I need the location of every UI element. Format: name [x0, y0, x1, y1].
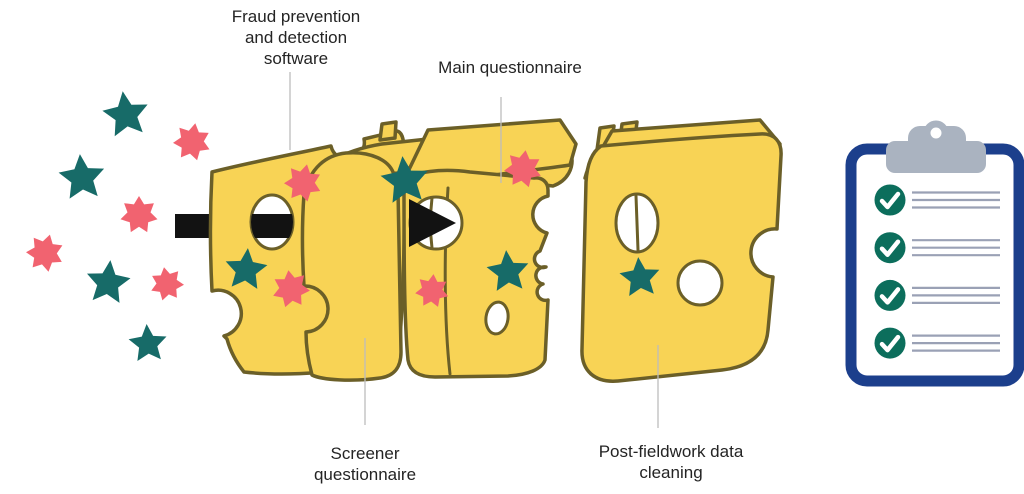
arrow-head-icon	[409, 199, 456, 247]
label-screener-questionnaire: Screener questionnaire	[313, 444, 417, 485]
check-circle-icon	[874, 279, 906, 311]
fraudulent-respondent-star-icon	[26, 234, 63, 272]
check-circle-icon	[874, 327, 906, 359]
label-main-questionnaire: Main questionnaire	[438, 58, 582, 77]
fraudulent-respondent-star-icon	[173, 123, 210, 161]
checkmark-icon	[879, 239, 901, 257]
cheese-hole	[676, 259, 724, 307]
legitimate-respondent-star-icon	[225, 248, 268, 289]
fraudulent-respondent-star-icon	[120, 196, 158, 233]
checklist	[874, 184, 1000, 359]
cheese-slice-screener	[300, 151, 403, 382]
fraudulent-respondent-star-icon	[151, 267, 184, 301]
fraudulent-respondent-star-icon	[284, 164, 321, 202]
clipboard-clip-ring	[923, 120, 949, 146]
check-circle-icon	[874, 184, 906, 216]
cheese-hole	[484, 300, 510, 336]
legitimate-respondent-star-icon	[58, 154, 105, 199]
legitimate-respondent-star-icon	[619, 257, 660, 296]
cheese-hole-back-edge	[634, 194, 640, 252]
label-fraud-prevention: Fraud prevention and detection software	[231, 7, 361, 69]
arrow-shaft-through-hole	[251, 214, 293, 238]
clipboard-icon	[845, 120, 1024, 387]
checkmark-icon	[879, 334, 901, 353]
clipboard-clip	[886, 141, 986, 173]
fraudulent-respondent-star-icon	[273, 270, 310, 308]
legitimate-respondent-star-icon	[128, 324, 167, 361]
fraudulent-respondent-star-icon	[504, 150, 541, 188]
checkmark-icon	[879, 191, 901, 210]
legitimate-respondent-star-icon	[102, 91, 148, 137]
fraudulent-respondent-star-icon	[415, 274, 449, 307]
label-post-fieldwork: Post-fieldwork data cleaning	[598, 442, 744, 483]
legitimate-respondent-star-icon	[486, 250, 529, 291]
check-circle-icon	[874, 232, 906, 264]
legitimate-respondent-star-icon	[380, 156, 428, 203]
cheese-slice-post-fieldwork	[580, 132, 783, 383]
respondent-stars	[26, 91, 660, 361]
checkmark-icon	[879, 287, 901, 305]
cheese-lid-band	[378, 120, 398, 142]
legitimate-respondent-star-icon	[87, 260, 131, 303]
